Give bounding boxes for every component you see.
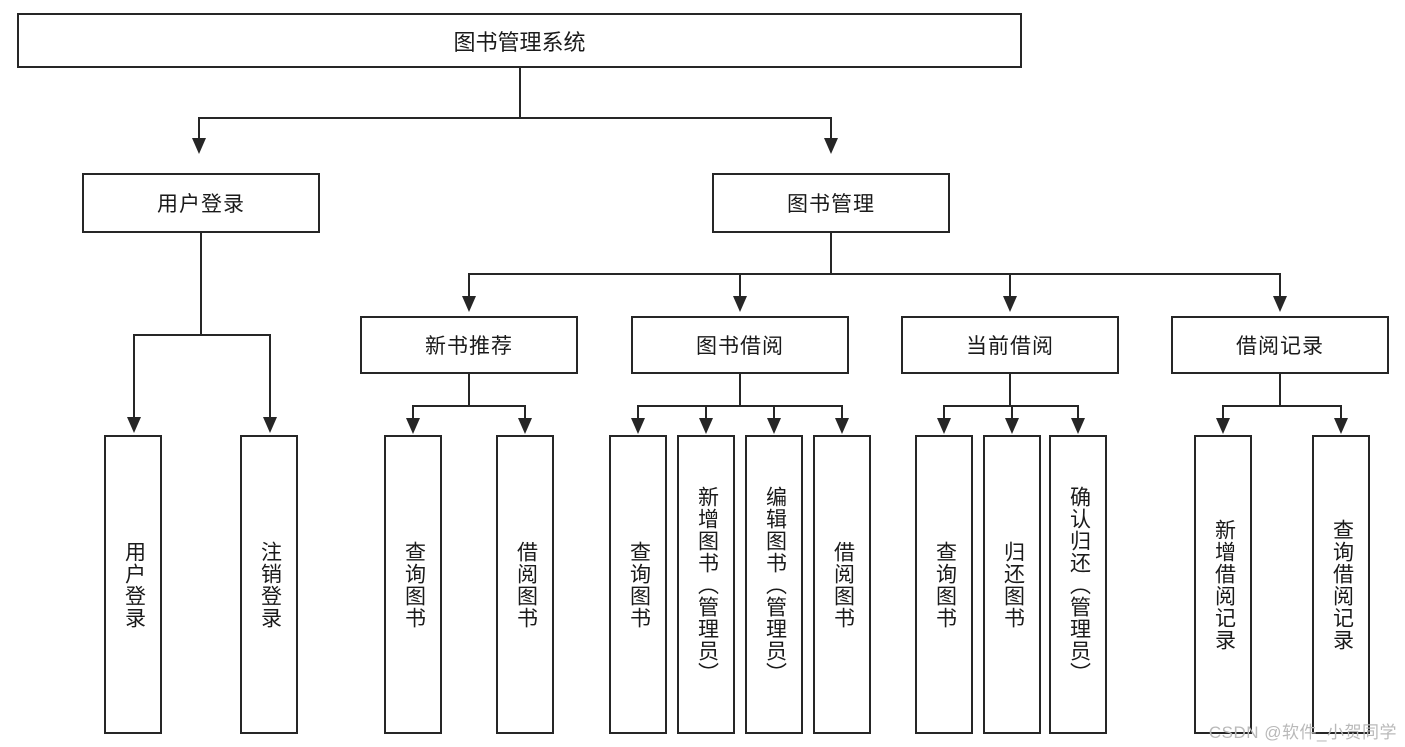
arrow-to-leaf-query-book-1 bbox=[406, 418, 420, 434]
arrow-to-borrow-record bbox=[1273, 296, 1287, 312]
connector-root-to-book-manage bbox=[830, 117, 832, 140]
arrow-to-current-borrow bbox=[1003, 296, 1017, 312]
arrow-to-leaf-confirm-return bbox=[1071, 418, 1085, 434]
arrow-to-leaf-query-record bbox=[1334, 418, 1348, 434]
leaf-label: 编辑图书（管理员） bbox=[763, 485, 787, 684]
arrow-to-leaf-query-book-3 bbox=[937, 418, 951, 434]
arrow-to-leaf-return-book bbox=[1005, 418, 1019, 434]
arrow-to-leaf-add-record bbox=[1216, 418, 1230, 434]
connector-user-login-right bbox=[269, 334, 271, 418]
arrow-to-user-login bbox=[192, 138, 206, 154]
node-label: 新书推荐 bbox=[425, 335, 513, 358]
leaf-label: 用户登录 bbox=[122, 540, 146, 629]
connector-to-book-borrow bbox=[739, 273, 741, 297]
leaf-return-book[interactable]: 归还图书 bbox=[983, 435, 1041, 734]
connector-book-borrow-c4 bbox=[841, 405, 843, 419]
leaf-confirm-return-admin[interactable]: 确认归还（管理员） bbox=[1049, 435, 1107, 734]
connector-current-borrow-c1 bbox=[943, 405, 945, 419]
node-label: 用户登录 bbox=[157, 193, 245, 216]
node-book-manage[interactable]: 图书管理 bbox=[712, 173, 950, 233]
leaf-logout[interactable]: 注销登录 bbox=[240, 435, 298, 734]
connector-book-borrow-c1 bbox=[637, 405, 639, 419]
connector-new-book-right bbox=[524, 405, 526, 419]
arrow-to-new-book bbox=[462, 296, 476, 312]
leaf-query-borrow-record[interactable]: 查询借阅记录 bbox=[1312, 435, 1370, 734]
connector-user-login-left bbox=[133, 334, 135, 418]
connector-to-current-borrow bbox=[1009, 273, 1011, 297]
connector-borrow-record-left bbox=[1222, 405, 1224, 419]
leaf-label: 新增图书（管理员） bbox=[695, 485, 719, 684]
connector-root-stem bbox=[519, 68, 521, 118]
leaf-user-login[interactable]: 用户登录 bbox=[104, 435, 162, 734]
leaf-label: 查询图书 bbox=[933, 540, 957, 629]
arrow-to-book-manage bbox=[824, 138, 838, 154]
node-borrow-record[interactable]: 借阅记录 bbox=[1171, 316, 1389, 374]
arrow-to-leaf-edit-book bbox=[767, 418, 781, 434]
leaf-edit-book-admin[interactable]: 编辑图书（管理员） bbox=[745, 435, 803, 734]
node-current-borrow[interactable]: 当前借阅 bbox=[901, 316, 1119, 374]
arrow-to-leaf-user-login bbox=[127, 417, 141, 433]
connector-current-borrow-c3 bbox=[1077, 405, 1079, 419]
node-label: 借阅记录 bbox=[1236, 335, 1324, 358]
node-label: 图书管理系统 bbox=[453, 29, 586, 55]
node-book-borrow[interactable]: 图书借阅 bbox=[631, 316, 849, 374]
connector-new-book-stem bbox=[468, 374, 470, 406]
leaf-label: 归还图书 bbox=[1001, 540, 1025, 629]
connector-book-borrow-stem bbox=[739, 374, 741, 406]
connector-root-bus bbox=[198, 117, 832, 119]
node-root-system[interactable]: 图书管理系统 bbox=[17, 13, 1022, 68]
connector-new-book-bus bbox=[412, 405, 526, 407]
leaf-add-borrow-record[interactable]: 新增借阅记录 bbox=[1194, 435, 1252, 734]
arrow-to-book-borrow bbox=[733, 296, 747, 312]
arrow-to-leaf-query-book-2 bbox=[631, 418, 645, 434]
connector-book-manage-stem bbox=[830, 233, 832, 274]
leaf-label: 借阅图书 bbox=[514, 540, 538, 629]
connector-book-borrow-c3 bbox=[773, 405, 775, 419]
connector-new-book-left bbox=[412, 405, 414, 419]
arrow-to-leaf-borrow-book-2 bbox=[835, 418, 849, 434]
node-new-book-recommend[interactable]: 新书推荐 bbox=[360, 316, 578, 374]
connector-borrow-record-bus bbox=[1222, 405, 1340, 407]
leaf-label: 借阅图书 bbox=[831, 540, 855, 629]
node-label: 当前借阅 bbox=[966, 335, 1054, 358]
connector-to-borrow-record bbox=[1279, 273, 1281, 297]
arrow-to-leaf-logout bbox=[263, 417, 277, 433]
connector-book-borrow-bus bbox=[637, 405, 843, 407]
connector-root-to-user-login bbox=[198, 117, 200, 140]
node-label: 图书借阅 bbox=[696, 335, 784, 358]
connector-to-new-book bbox=[468, 273, 470, 297]
connector-current-borrow-bus bbox=[943, 405, 1077, 407]
arrow-to-leaf-add-book bbox=[699, 418, 713, 434]
leaf-label: 查询借阅记录 bbox=[1330, 518, 1354, 651]
leaf-label: 确认归还（管理员） bbox=[1067, 485, 1091, 684]
arrow-to-leaf-borrow-book-1 bbox=[518, 418, 532, 434]
leaf-query-book-borrow[interactable]: 查询图书 bbox=[609, 435, 667, 734]
connector-borrow-record-stem bbox=[1279, 374, 1281, 406]
leaf-query-book-current[interactable]: 查询图书 bbox=[915, 435, 973, 734]
node-user-login[interactable]: 用户登录 bbox=[82, 173, 320, 233]
connector-current-borrow-c2 bbox=[1011, 405, 1013, 419]
leaf-label: 新增借阅记录 bbox=[1212, 518, 1236, 651]
connector-user-login-bus bbox=[133, 334, 269, 336]
leaf-label: 查询图书 bbox=[402, 540, 426, 629]
leaf-label: 注销登录 bbox=[258, 540, 282, 629]
connector-book-manage-bus bbox=[468, 273, 1280, 275]
leaf-add-book-admin[interactable]: 新增图书（管理员） bbox=[677, 435, 735, 734]
node-label: 图书管理 bbox=[787, 193, 875, 216]
leaf-label: 查询图书 bbox=[627, 540, 651, 629]
connector-borrow-record-right bbox=[1340, 405, 1342, 419]
leaf-borrow-book-recommend[interactable]: 借阅图书 bbox=[496, 435, 554, 734]
connector-book-borrow-c2 bbox=[705, 405, 707, 419]
watermark: CSDN @软件_小贺同学 bbox=[1208, 723, 1397, 742]
connector-current-borrow-stem bbox=[1009, 374, 1011, 406]
leaf-query-book-recommend[interactable]: 查询图书 bbox=[384, 435, 442, 734]
leaf-borrow-book[interactable]: 借阅图书 bbox=[813, 435, 871, 734]
connector-user-login-stem bbox=[200, 233, 202, 335]
